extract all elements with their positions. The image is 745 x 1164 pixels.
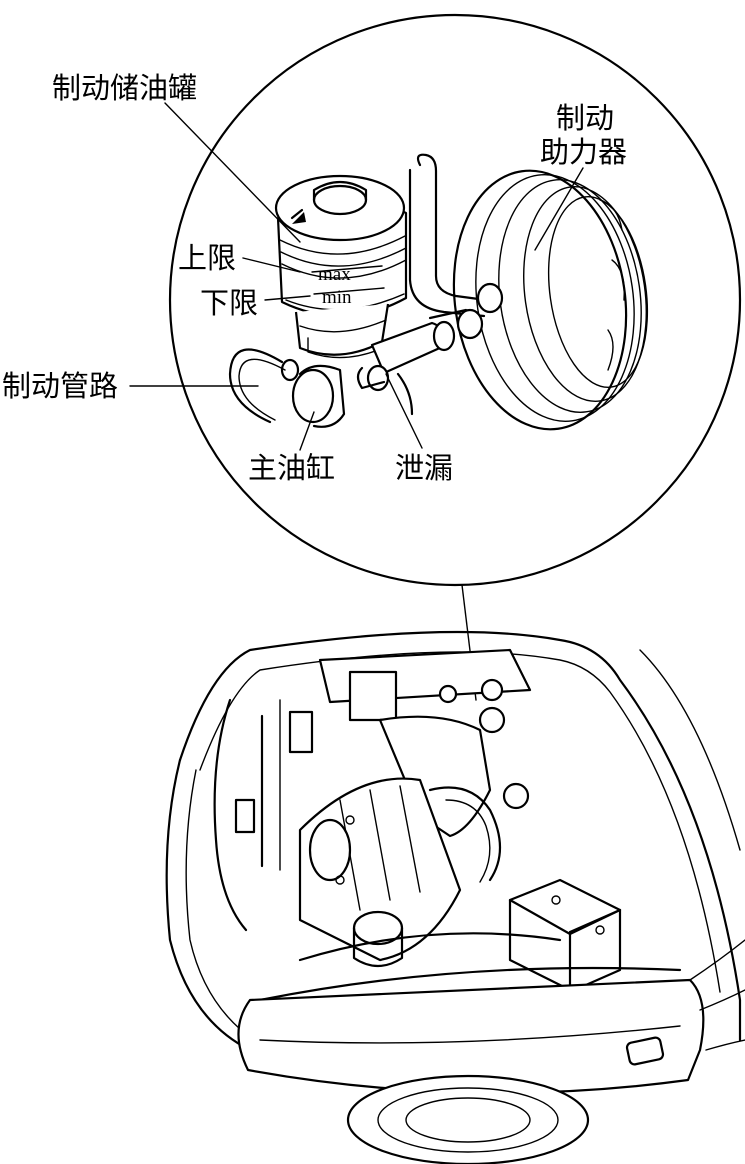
label-brake-line: 制动管路	[2, 369, 118, 403]
label-reservoir: 制动储油罐	[52, 71, 197, 105]
brake-booster	[452, 169, 649, 431]
leak-drip	[396, 372, 414, 416]
battery	[508, 878, 622, 936]
fill-arrow-icon	[292, 212, 306, 224]
bay-master-cylinder	[478, 706, 506, 734]
label-leak: 泄漏	[395, 451, 453, 485]
master-cylinder	[280, 308, 484, 428]
label-booster-line1: 制动	[556, 101, 614, 135]
brake-pipe	[228, 348, 284, 424]
label-master-cylinder: 主油缸	[248, 451, 335, 485]
max-marking: max	[318, 264, 351, 285]
reservoir-leader	[164, 102, 301, 243]
reservoir-cap	[312, 184, 368, 216]
min-marking: min	[322, 287, 352, 308]
master-cylinder-leader	[299, 411, 315, 451]
label-upper-limit: 上限	[178, 241, 236, 275]
label-lower-limit: 下限	[200, 286, 258, 320]
vacuum-hose	[416, 153, 488, 302]
hose-fitting	[476, 282, 504, 314]
label-booster-line2: 助力器	[540, 135, 627, 169]
reservoir	[274, 174, 408, 359]
engine-bay-illustration	[165, 630, 745, 1164]
leak-leader	[385, 373, 423, 449]
upper-limit-leader	[242, 257, 301, 273]
lower-limit-leader	[264, 295, 311, 301]
detail-magnifier-circle	[168, 13, 742, 587]
booster-leader	[534, 167, 584, 251]
